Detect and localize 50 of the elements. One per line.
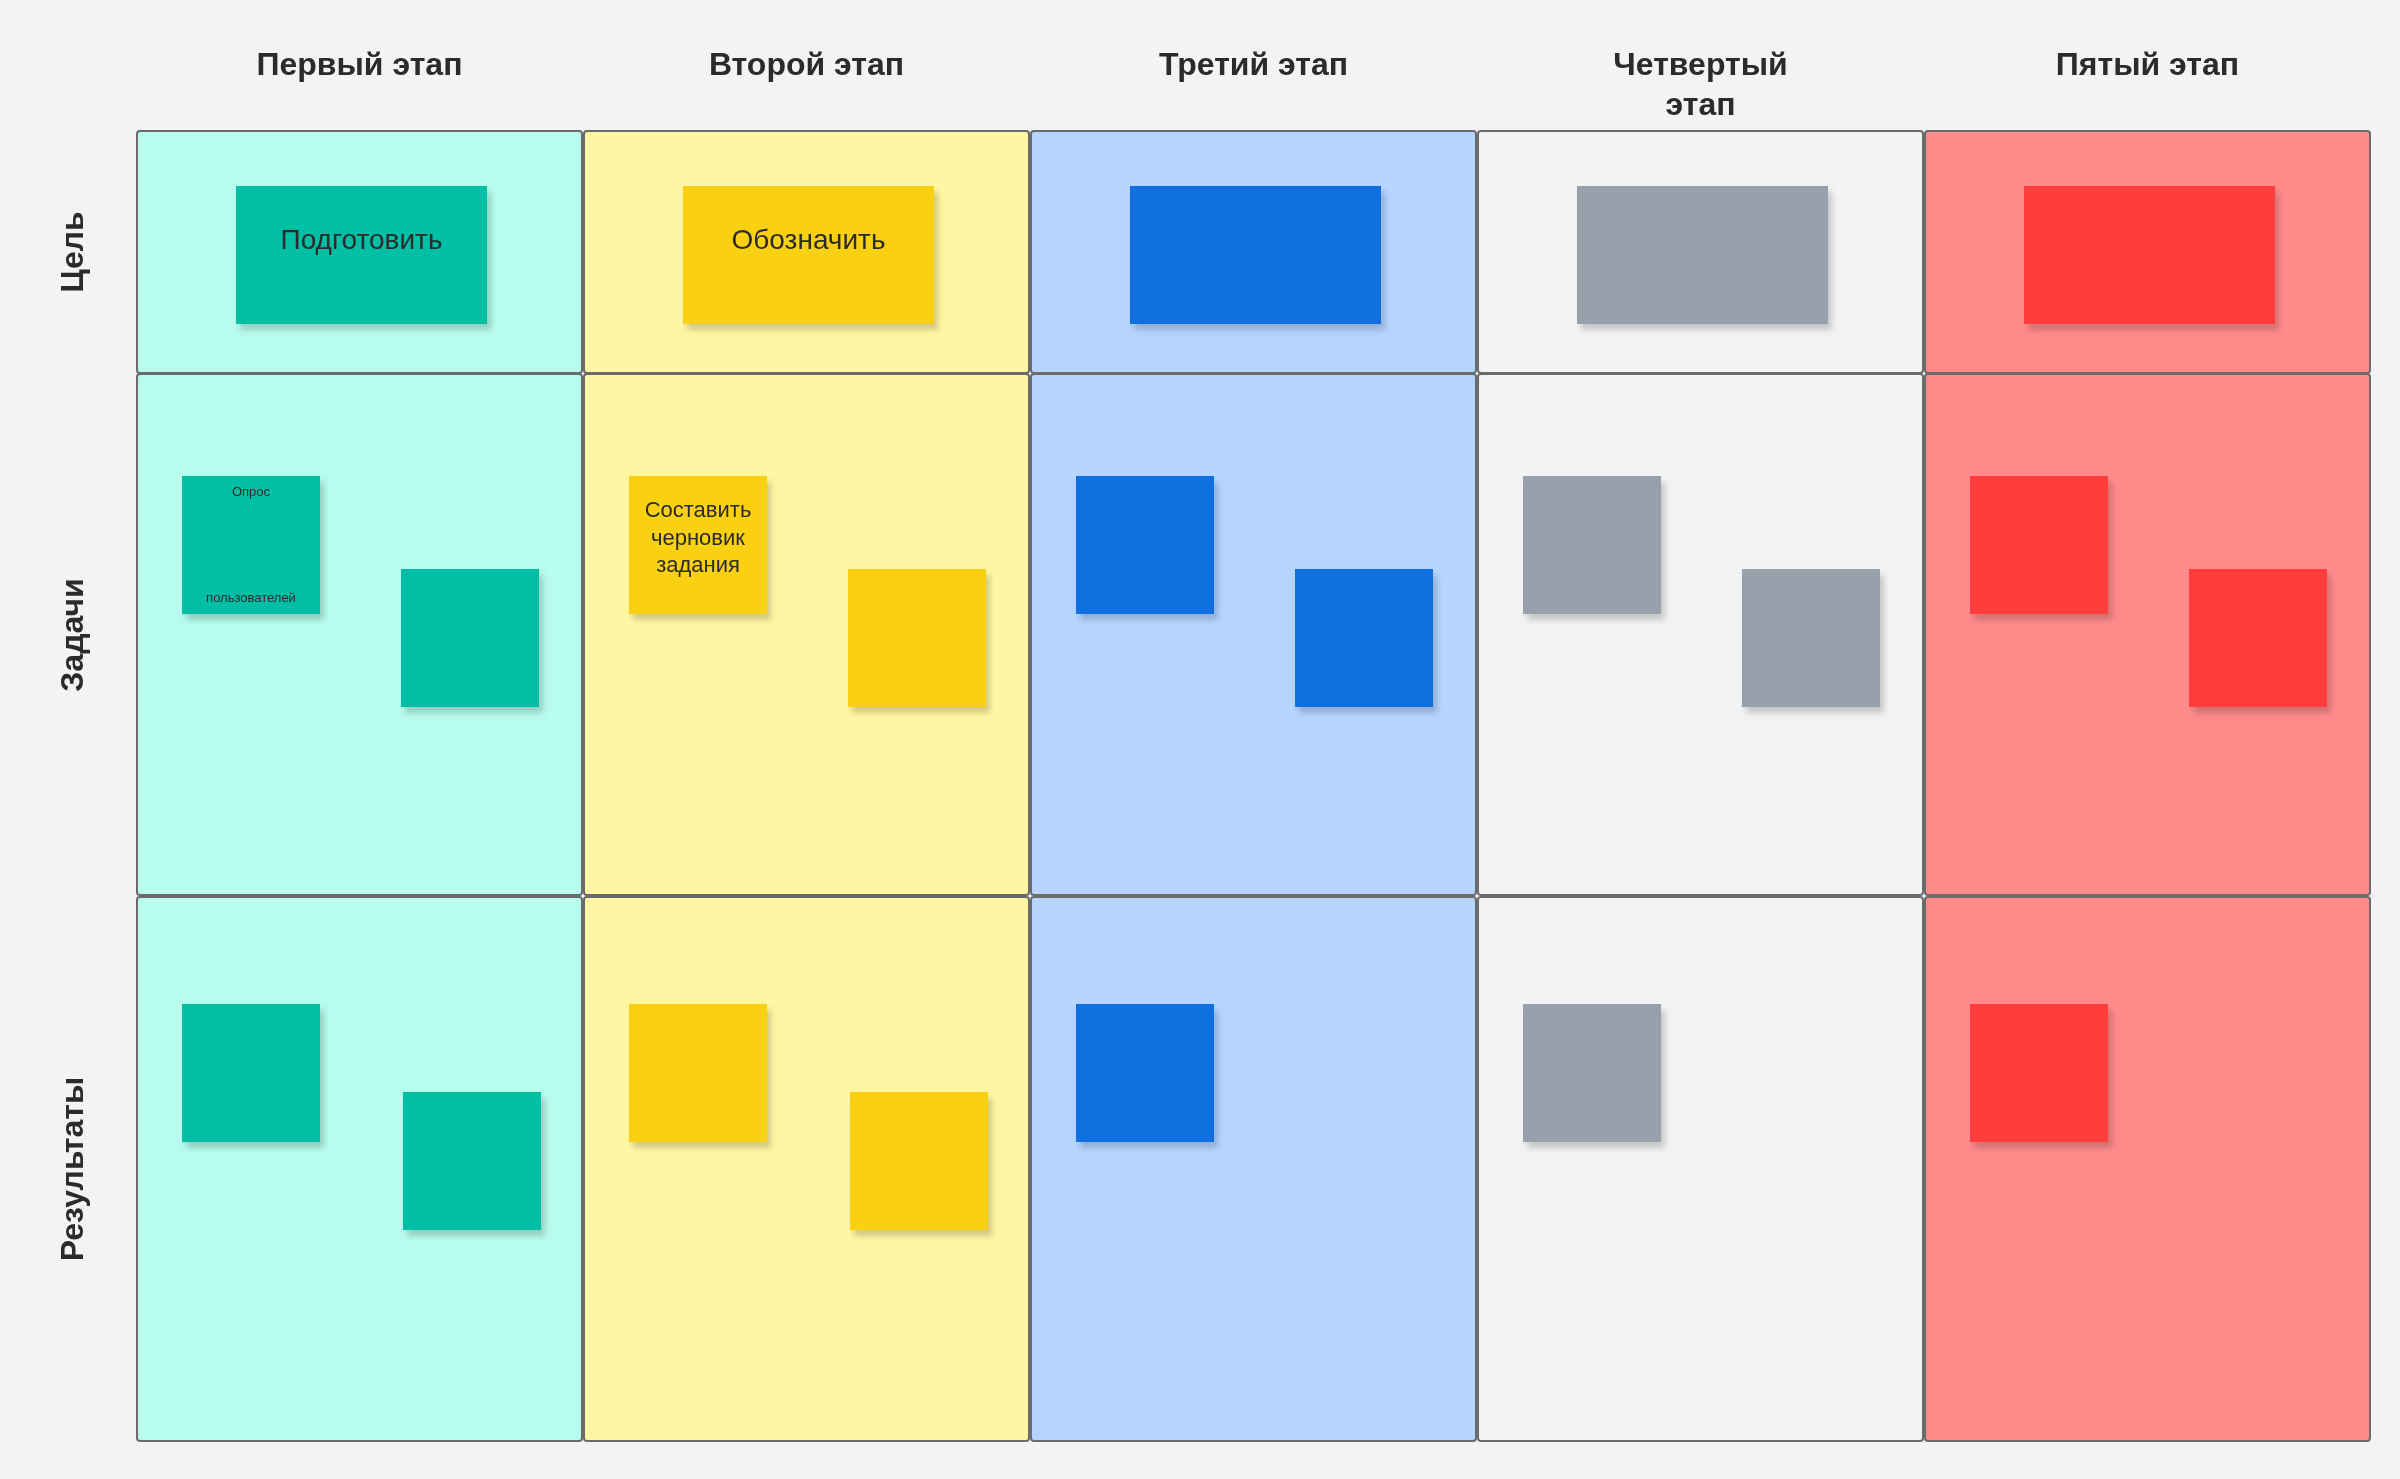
sticky-note (1970, 476, 2108, 614)
sticky-note (629, 476, 767, 614)
sticky-note (1523, 1004, 1661, 1142)
sticky-note (236, 186, 487, 324)
grid-cell (1477, 130, 1924, 374)
grid-cell (136, 130, 583, 374)
column-header: Первый этап (255, 45, 464, 84)
grid-cell (1477, 373, 1924, 896)
grid-cell (1924, 373, 2371, 896)
grid-cell (583, 896, 1030, 1442)
sticky-note (1295, 569, 1433, 707)
sticky-note (1523, 476, 1661, 614)
sticky-note (182, 1004, 320, 1142)
sticky-note (2024, 186, 2275, 324)
grid-cell (583, 130, 1030, 374)
grid-cell (1030, 130, 1477, 374)
grid-cell (136, 896, 583, 1442)
sticky-note (683, 186, 934, 324)
grid-cell (136, 373, 583, 896)
grid-cell (583, 373, 1030, 896)
sticky-note (182, 476, 320, 614)
grid-cell (1030, 373, 1477, 896)
row-header: Результаты (53, 1076, 91, 1262)
sticky-note (1076, 1004, 1214, 1142)
note-text: Обозначить (731, 223, 886, 257)
column-header: Пятый этап (2054, 45, 2241, 84)
grid-cell (1924, 896, 2371, 1442)
row-header: Задачи (53, 577, 91, 692)
grid-cell (1030, 896, 1477, 1442)
note-text: пользователей (206, 589, 296, 606)
sticky-note (1970, 1004, 2108, 1142)
column-header: Третий этап (1157, 45, 1350, 84)
column-header: Второй этап (707, 45, 906, 84)
note-text: Опрос (231, 484, 271, 501)
note-text: Подготовить (280, 223, 443, 257)
sticky-note (629, 1004, 767, 1142)
row-header: Цель (53, 211, 91, 293)
grid-cell (1477, 896, 1924, 1442)
sticky-note (1577, 186, 1828, 324)
sticky-note (401, 569, 539, 707)
note-text: Составить черновик задания (643, 496, 753, 579)
sticky-note (850, 1092, 988, 1230)
sticky-note (1742, 569, 1880, 707)
column-header: Четвертый этап (1612, 45, 1789, 124)
sticky-note (848, 569, 986, 707)
sticky-note (403, 1092, 541, 1230)
sticky-note (1076, 476, 1214, 614)
grid-cell (1924, 130, 2371, 374)
sticky-note (2189, 569, 2327, 707)
sticky-note (1130, 186, 1381, 324)
